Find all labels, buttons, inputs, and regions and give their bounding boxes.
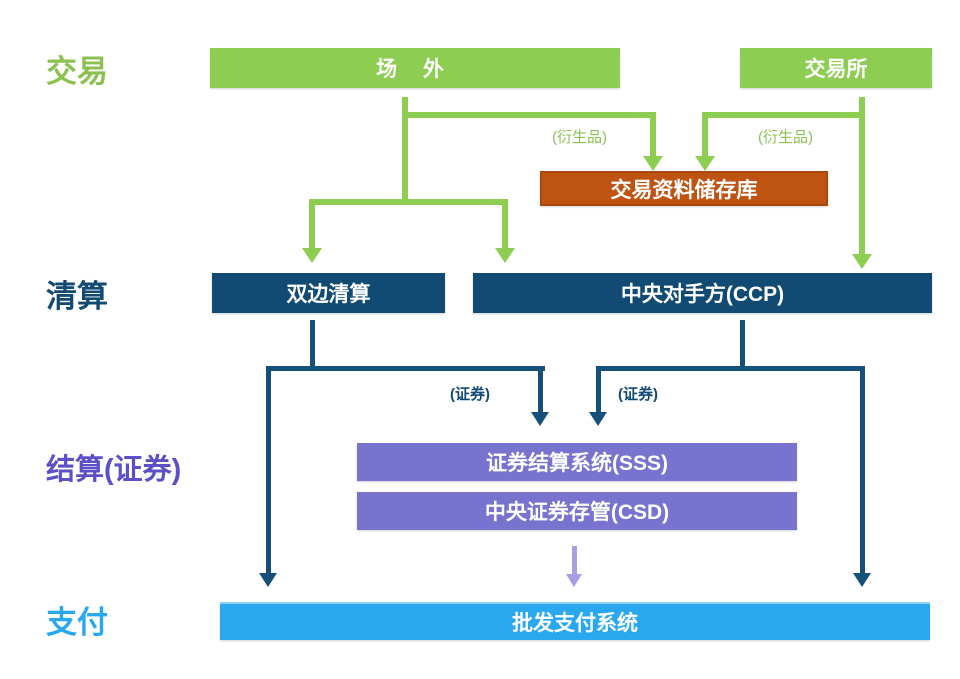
arrowhead-ccp-to-payment bbox=[853, 573, 871, 587]
connector-otc-to-bilateral-stem bbox=[309, 199, 315, 248]
connector-bilateral-trunk bbox=[310, 320, 315, 371]
arrowhead-csd-to-payment bbox=[566, 574, 582, 587]
arrowhead-ccp-to-sss bbox=[589, 412, 607, 426]
stage-label-settlement: 结算(证券) bbox=[46, 454, 182, 486]
arrowhead-otc-to-repo bbox=[643, 156, 663, 171]
arrowhead-exchange-to-ccp bbox=[852, 254, 872, 269]
edge-label-securities-left: (证券) bbox=[450, 386, 490, 403]
connector-exchange-to-repo-horizontal bbox=[702, 112, 865, 118]
arrowhead-bilateral-to-sss bbox=[531, 412, 549, 426]
connector-bilateral-to-sss-stem bbox=[538, 366, 543, 412]
arrowhead-otc-to-ccp bbox=[495, 248, 515, 263]
connector-ccp-split-horizontal bbox=[596, 366, 865, 371]
edge-label-derivatives-left: (衍生品) bbox=[552, 129, 607, 146]
node-exchange: 交易所 bbox=[740, 48, 932, 88]
stage-label-payment: 支付 bbox=[46, 605, 108, 640]
connector-ccp-to-payment-stem bbox=[860, 366, 865, 573]
arrowhead-bilateral-to-payment bbox=[259, 573, 277, 587]
node-trade-repository: 交易资料储存库 bbox=[540, 171, 828, 206]
stage-label-trading: 交易 bbox=[46, 54, 108, 89]
node-ccp: 中央对手方(CCP) bbox=[473, 273, 932, 313]
node-csd: 中央证券存管(CSD) bbox=[357, 492, 797, 530]
connector-otc-to-repo-stem bbox=[650, 112, 656, 156]
connector-otc-to-ccp-stem bbox=[502, 199, 508, 248]
node-bilateral-clearing: 双边清算 bbox=[212, 273, 445, 313]
arrowhead-exchange-to-repo bbox=[695, 156, 715, 171]
node-otc: 场 外 bbox=[210, 48, 620, 88]
node-wholesale-payment: 批发支付系统 bbox=[220, 602, 930, 640]
connector-bilateral-split-horizontal bbox=[266, 366, 545, 371]
connector-bilateral-to-payment-stem bbox=[266, 366, 271, 573]
connector-otc-trunk bbox=[402, 97, 408, 205]
connector-ccp-to-sss-stem bbox=[596, 366, 601, 412]
stage-label-clearing: 清算 bbox=[46, 279, 108, 314]
connector-ccp-trunk bbox=[740, 320, 745, 371]
connector-csd-to-payment-stem bbox=[572, 546, 577, 574]
connector-exchange-to-repo-stem bbox=[702, 112, 708, 156]
connector-otc-to-repo-horizontal bbox=[402, 112, 656, 118]
connector-exchange-trunk bbox=[859, 97, 865, 254]
connector-otc-split-horizontal bbox=[309, 199, 508, 205]
edge-label-securities-right: (证券) bbox=[618, 386, 658, 403]
node-sss: 证券结算系统(SSS) bbox=[357, 443, 797, 481]
edge-label-derivatives-right: (衍生品) bbox=[758, 129, 813, 146]
arrowhead-otc-to-bilateral bbox=[302, 248, 322, 263]
